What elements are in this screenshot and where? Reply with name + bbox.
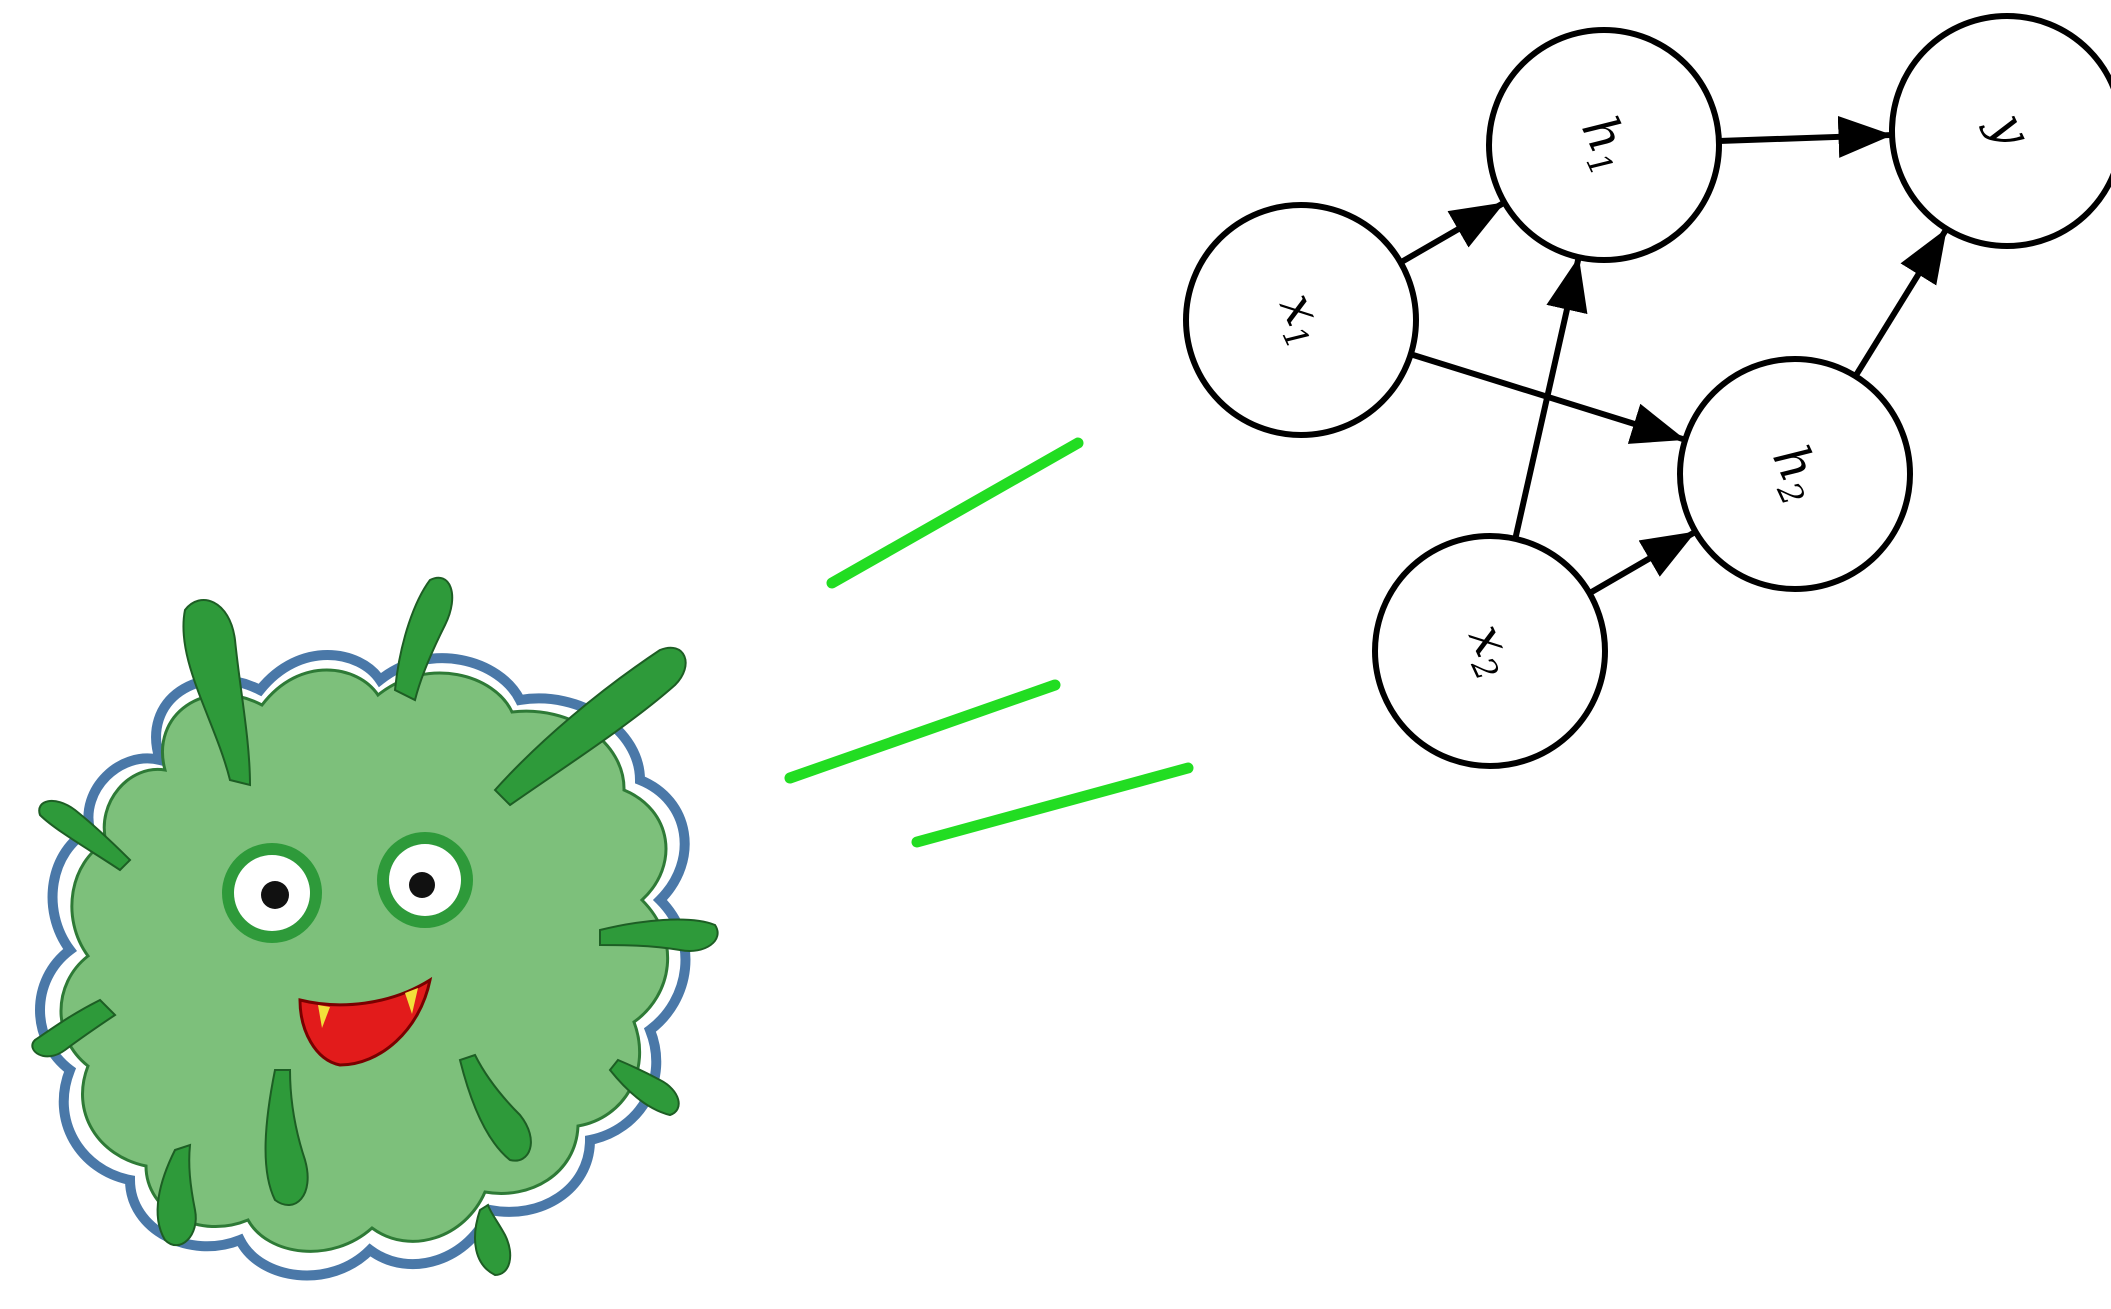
node-circle bbox=[1889, 13, 2111, 249]
motion-lines-icon bbox=[784, 437, 1194, 848]
motion-line bbox=[911, 762, 1194, 848]
motion-line bbox=[784, 679, 1061, 784]
germ-monster-icon bbox=[31, 576, 719, 1281]
motion-line bbox=[826, 437, 1084, 589]
edge-x1-to-h1 bbox=[1399, 200, 1505, 266]
monster-tentacles bbox=[31, 576, 719, 1277]
node-circle bbox=[1183, 202, 1419, 438]
edge-x2-to-h2 bbox=[1587, 530, 1696, 596]
monster-eyes bbox=[222, 832, 473, 943]
node-h2: h2 bbox=[1677, 356, 1913, 592]
node-x1: x1 bbox=[1183, 202, 1419, 438]
monster-mouth bbox=[298, 976, 433, 1067]
edge-h2-to-y bbox=[1852, 228, 1949, 378]
node-circle bbox=[1486, 27, 1722, 263]
node-y: y bbox=[1889, 13, 2111, 249]
graph-nodes: x1 x2 h1 h2 y bbox=[1183, 13, 2111, 769]
node-x2: x2 bbox=[1372, 533, 1608, 769]
graph-edges bbox=[1399, 115, 1949, 596]
node-h1: h1 bbox=[1486, 27, 1722, 263]
node-circle bbox=[1677, 356, 1913, 592]
edge-x2-to-h1 bbox=[1512, 256, 1588, 540]
edge-h1-to-y bbox=[1718, 115, 1893, 158]
node-circle bbox=[1372, 533, 1608, 769]
